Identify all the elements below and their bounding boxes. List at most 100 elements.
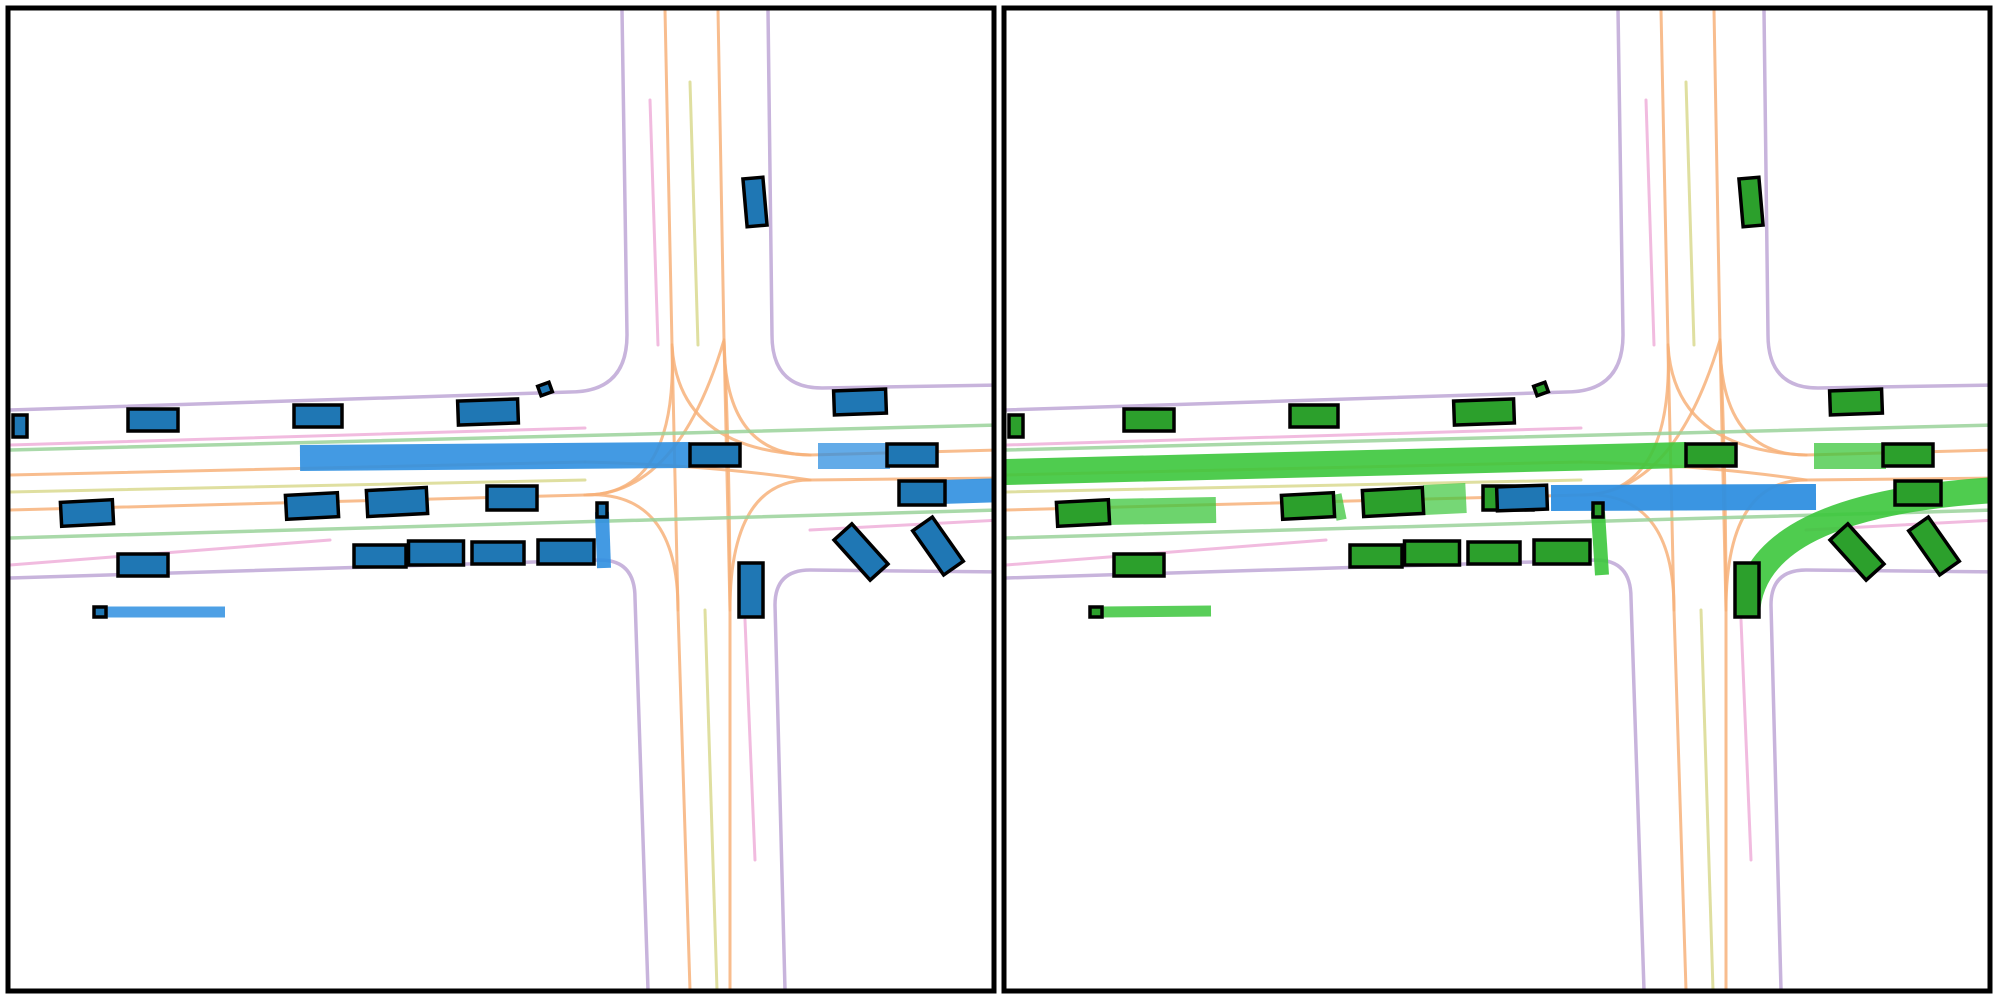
trajectory-trail [939,478,994,504]
lane-line-pink [1006,538,1328,567]
vehicle-box [885,442,939,468]
lane-line-yellow [703,608,719,991]
vehicle-box [535,380,555,398]
lane-line-center [808,476,994,482]
vehicle-box [1348,543,1404,569]
lane-line-pink [808,518,994,532]
lane-line-center [1712,8,1722,342]
lane-line-center [1718,338,1808,457]
lane-line-yellow [1684,80,1696,347]
vehicle-box [688,442,742,468]
lane-line-center [722,338,812,457]
vehicle-box [1827,521,1887,583]
lane-line-center [663,8,674,347]
vehicle-box [1466,540,1522,566]
lane-line-center [1804,476,1990,482]
vehicle-box [1684,442,1738,468]
lane-line-center [722,338,732,612]
vehicle-box [1360,485,1426,519]
lane-line-center [1659,8,1670,347]
vehicle-box [470,540,526,566]
ego-vehicle-box [1494,483,1550,513]
lane-line-pink [648,98,660,347]
vehicle-box [1451,397,1517,427]
vehicle-box [92,605,108,619]
vehicle-box [455,397,521,427]
vehicle-agents-right [1007,175,1962,619]
vehicle-box [1007,413,1025,439]
lane-line-yellow [1699,608,1715,991]
vehicle-box [1881,442,1935,468]
lane-line-center [1666,343,1808,457]
lane-line-green [10,423,994,452]
vehicle-box [1088,605,1104,619]
panel-right [1006,8,1990,991]
vehicle-box [897,479,947,507]
vehicle-box [1532,538,1592,566]
lane-line-center [670,343,812,457]
vehicle-box [292,403,344,429]
lane-line-edge [10,8,629,412]
vehicle-box [1906,514,1962,578]
panel-right-frame [1001,5,1993,994]
lane-line-pink [1006,426,1583,447]
vehicle-box [485,484,539,512]
vehicle-box [1122,407,1176,433]
vehicle-box [1737,175,1765,229]
vehicle-box [116,552,170,578]
vehicle-box [1827,387,1885,417]
trajectory-trail [1423,483,1467,515]
vehicle-box [1054,497,1112,529]
vehicle-box [1288,403,1340,429]
lane-line-edge [766,8,994,390]
vehicle-box [1531,380,1551,398]
lane-line-edge [773,568,994,991]
vehicle-box [595,501,609,519]
lane-line-center [583,343,674,497]
lane-line-center [1579,343,1670,497]
lane-line-pink [1644,98,1656,347]
vehicle-box [1402,539,1462,567]
panel-left-frame [5,5,997,994]
vehicle-box [364,485,430,519]
lane-line-center [1666,343,1688,991]
trajectory-trail [1105,497,1217,525]
vehicle-box [1893,479,1943,507]
lane-line-center [716,8,726,342]
trajectory-trails-left [105,442,994,618]
lane-line-pink [10,426,587,447]
vehicle-box [1112,552,1166,578]
lane-line-center [1718,338,1728,612]
trajectory-trail [1100,605,1212,618]
vehicle-box [406,539,466,567]
vehicle-box [1591,501,1605,519]
lane-line-edge [1769,568,1990,991]
vehicle-agents-left [11,175,966,619]
trajectory-trail [1591,511,1609,576]
vehicle-box [910,514,966,578]
lane-line-yellow [10,478,587,494]
vehicle-box [126,407,180,433]
road-map-left [10,8,994,991]
vehicle-box [352,543,408,569]
lane-line-edge [1762,8,1990,390]
vehicle-box [1279,490,1337,522]
lane-line-center [670,343,692,991]
vehicle-box [1733,561,1761,619]
vehicle-box [536,538,596,566]
lane-line-pink [1739,618,1753,862]
vehicle-box [741,175,769,229]
lane-line-green [1006,423,1990,452]
lane-line-pink [743,618,757,862]
lane-line-yellow [1006,478,1583,494]
lane-line-green [10,508,994,540]
lane-line-edge [1006,8,1625,412]
lane-line-pink [10,538,332,567]
vehicle-box [58,497,116,529]
trajectory-trail [595,511,611,569]
trajectory-trail [1006,442,1687,485]
ego-trajectory-trail [1550,484,1817,511]
vehicle-box [11,413,29,439]
vehicle-box [737,561,765,619]
